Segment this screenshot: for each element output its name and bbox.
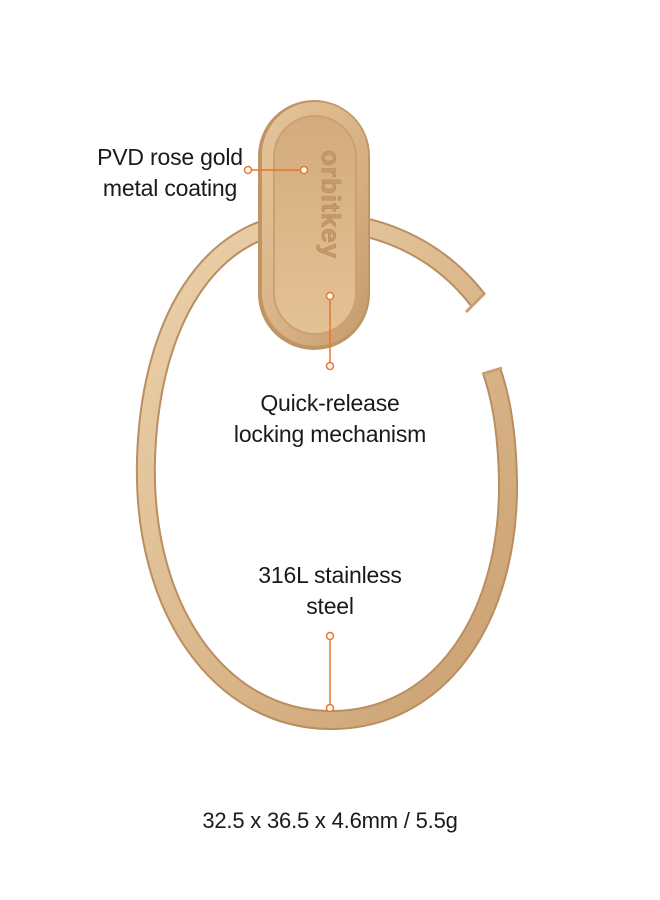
callout-locking-line-1: Quick-release bbox=[260, 390, 400, 416]
callout-steel-label: 316L stainless steel bbox=[240, 560, 420, 622]
callout-locking-pointer bbox=[325, 291, 335, 371]
orbitkey-logo: orbitkey bbox=[316, 150, 346, 259]
callout-coating-line-1: PVD rose gold bbox=[97, 144, 243, 170]
dimensions-text: 32.5 x 36.5 x 4.6mm / 5.5g bbox=[202, 808, 458, 833]
callout-steel-pointer bbox=[325, 631, 335, 713]
callout-steel-line-2: steel bbox=[306, 593, 354, 619]
callout-steel-line-1: 316L stainless bbox=[258, 562, 402, 588]
callout-coating-label: PVD rose gold metal coating bbox=[80, 142, 260, 204]
callout-locking-label: Quick-release locking mechanism bbox=[220, 388, 440, 450]
lock-pill: orbitkey bbox=[258, 100, 370, 350]
callout-coating-pointer bbox=[243, 165, 309, 175]
callout-locking-line-2: locking mechanism bbox=[233, 421, 427, 447]
callout-coating-line-2: metal coating bbox=[102, 175, 238, 201]
